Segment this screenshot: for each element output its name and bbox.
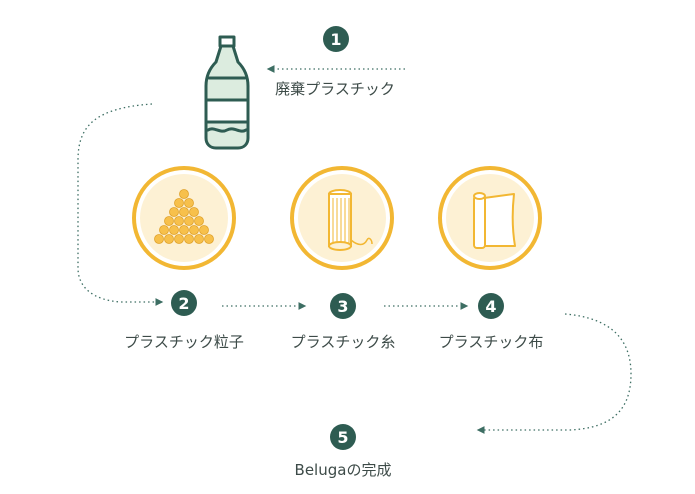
fabric-roll-icon xyxy=(438,166,542,270)
svg-text:3: 3 xyxy=(337,297,348,316)
step-label-3: プラスチック糸 xyxy=(290,333,396,351)
step-badge-1: 1 xyxy=(323,26,349,52)
step-badge-3: 3 xyxy=(330,293,356,319)
step-badge-2: 2 xyxy=(171,290,197,316)
thread-spool-icon xyxy=(290,166,394,270)
svg-text:1: 1 xyxy=(330,30,341,49)
step-badge-5: 5 xyxy=(330,424,356,450)
plastic-pellets-icon xyxy=(132,166,236,270)
step-label-5: Belugaの完成 xyxy=(294,461,392,479)
svg-text:5: 5 xyxy=(337,428,348,447)
svg-text:4: 4 xyxy=(485,297,496,316)
step-label-2: プラスチック粒子 xyxy=(124,333,244,351)
svg-text:2: 2 xyxy=(178,294,189,313)
flow-arrow-4-to-5 xyxy=(476,313,632,434)
step-badge-4: 4 xyxy=(478,293,504,319)
plastic-bottle-icon xyxy=(204,35,250,150)
step-label-1: 廃棄プラスチック xyxy=(275,80,395,98)
step-label-4: プラスチック布 xyxy=(438,333,544,351)
